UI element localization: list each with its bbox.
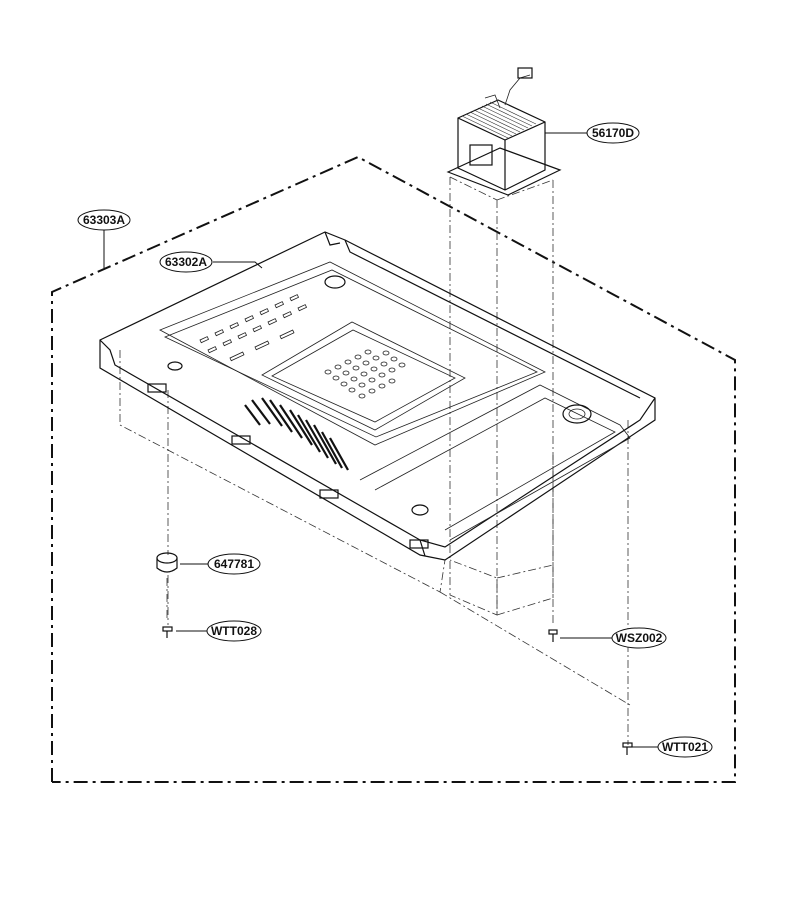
callout-WSZ002: WSZ002 — [611, 627, 667, 649]
callout-label: WTT021 — [662, 740, 708, 754]
callout-label: WTT028 — [211, 624, 257, 638]
callout-label: WSZ002 — [616, 631, 663, 645]
callout-label: 63303A — [83, 213, 125, 227]
callout-WTT021: WTT021 — [657, 736, 713, 758]
base-plate — [99, 231, 656, 561]
transformer-screw — [548, 629, 558, 642]
perforated-strip — [199, 294, 308, 362]
callout-63303A: 63303A — [77, 209, 131, 231]
base-plate-projection-lines — [119, 350, 631, 745]
transformer — [446, 67, 562, 196]
callout-WTT028: WTT028 — [206, 620, 262, 642]
base-screw — [622, 742, 633, 755]
callout-label: 56170D — [592, 126, 634, 140]
slot-vents — [244, 397, 349, 471]
callout-label: 647781 — [214, 557, 254, 571]
foot-screw — [162, 626, 173, 638]
callout-label: 63302A — [165, 255, 207, 269]
callout-647781: 647781 — [207, 553, 261, 575]
leader-lines — [103, 132, 658, 748]
vent-holes — [324, 349, 406, 399]
cabinet-outline — [51, 155, 736, 783]
callout-56170D: 56170D — [586, 122, 640, 144]
callout-63302A: 63302A — [159, 251, 213, 273]
transformer-projection-lines — [449, 176, 554, 616]
foot — [156, 552, 178, 620]
